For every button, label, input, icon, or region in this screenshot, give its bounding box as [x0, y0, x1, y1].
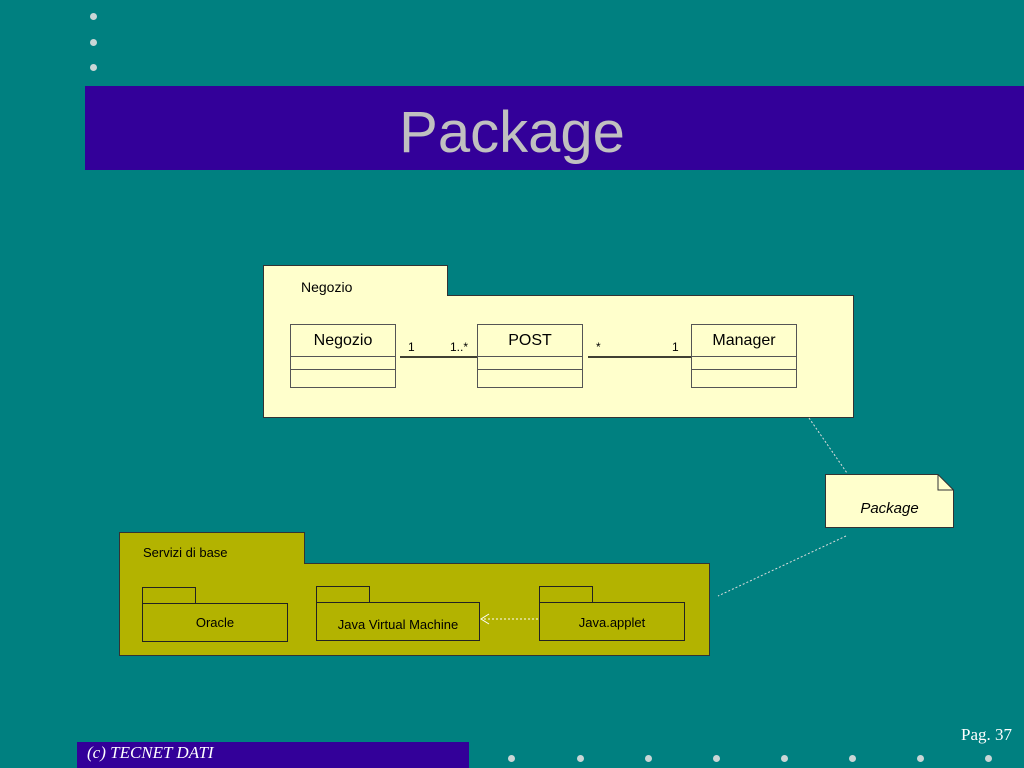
- package-label-servizi: Servizi di base: [143, 545, 228, 560]
- bullet-dot: [645, 755, 652, 762]
- bullet-dot: [781, 755, 788, 762]
- package-tab-servizi: [119, 532, 305, 565]
- subpackage-tab-java-applet: [539, 586, 593, 603]
- class-post: POST: [477, 324, 583, 388]
- note: Package: [825, 474, 954, 528]
- package-label-negozio: Negozio: [301, 279, 353, 295]
- bullet-dot: [985, 755, 992, 762]
- class-manager: Manager: [691, 324, 797, 388]
- note-anchor-line: [717, 535, 847, 597]
- bullet-dot: [849, 755, 856, 762]
- bullet-dot: [917, 755, 924, 762]
- title-bar: [85, 86, 1024, 170]
- class-name: Negozio: [313, 332, 373, 349]
- footer-bar: [77, 742, 469, 768]
- subpackage-tab-jvm: [316, 586, 370, 603]
- subpackage-label: Oracle: [195, 615, 235, 630]
- bullet-dot: [90, 39, 97, 46]
- subpackage-oracle: Oracle: [142, 603, 288, 642]
- bullet-dot: [90, 64, 97, 71]
- class-name: POST: [508, 332, 552, 349]
- bullet-dot: [90, 13, 97, 20]
- subpackage-tab-oracle: [142, 587, 196, 604]
- subpackage-label: Java Virtual Machine: [337, 617, 459, 632]
- multiplicity-label: 1: [408, 340, 415, 354]
- package-tab-negozio: [263, 265, 448, 297]
- footer-copyright: (c) TECNET DATI: [87, 743, 214, 762]
- note-shape: [825, 474, 954, 528]
- class-negozio: Negozio: [290, 324, 396, 388]
- subpackage-label: Java.applet: [578, 615, 646, 630]
- multiplicity-label: *: [596, 340, 601, 354]
- page-number: Pag. 37: [961, 725, 1012, 744]
- slide-title: Package: [399, 100, 625, 165]
- bullet-dot: [508, 755, 515, 762]
- subpackage-java-applet: Java.applet: [539, 602, 685, 641]
- note-text: Package: [860, 500, 919, 517]
- bullet-dot: [713, 755, 720, 762]
- bullet-dot: [577, 755, 584, 762]
- subpackage-jvm: Java Virtual Machine: [316, 602, 480, 641]
- class-name: Manager: [712, 332, 776, 349]
- multiplicity-label: 1: [672, 340, 679, 354]
- note-anchor-line: [808, 417, 848, 474]
- multiplicity-label: 1..*: [450, 340, 469, 354]
